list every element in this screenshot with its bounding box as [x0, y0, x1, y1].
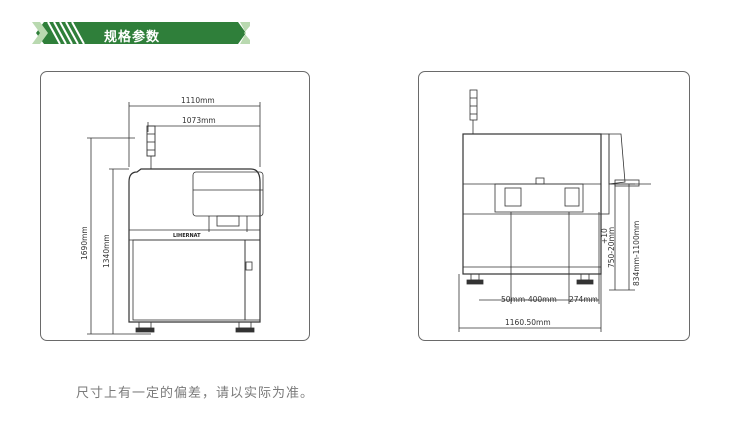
rail-height-tol-top: +10 — [600, 228, 609, 244]
height-body-label: 1340mm — [102, 234, 111, 268]
brand-label: LIHERNAT — [173, 233, 201, 239]
header-banner-graphic — [32, 21, 250, 45]
height-total-label: 1690mm — [80, 226, 89, 260]
width-inner-label: 1073mm — [182, 116, 216, 125]
width-outer-label: 1110mm — [181, 96, 215, 105]
front-view-drawing: 1110mm 1073mm 1690mm 1340mm LIHERNAT — [80, 96, 264, 335]
offset-label: 274mm — [569, 295, 598, 304]
height-range-label: 834mm-1100mm — [632, 221, 641, 286]
footer-note: 尺寸上有一定的偏差，请以实际为准。 — [76, 386, 315, 401]
side-view-panel: 50mm-400mm 274mm 1160.50mm +10 750-20mm … — [418, 71, 690, 341]
section-title: 规格参数 — [104, 30, 161, 45]
depth-label: 1160.50mm — [505, 318, 551, 327]
section-header — [32, 21, 250, 45]
adjust-range-label: 50mm-400mm — [501, 295, 557, 304]
side-view-drawing: 50mm-400mm 274mm 1160.50mm +10 750-20mm … — [458, 89, 651, 332]
rail-height-tol-bottom: 750-20mm — [607, 227, 616, 268]
front-view-panel: 1110mm 1073mm 1690mm 1340mm LIHERNAT — [40, 71, 310, 341]
